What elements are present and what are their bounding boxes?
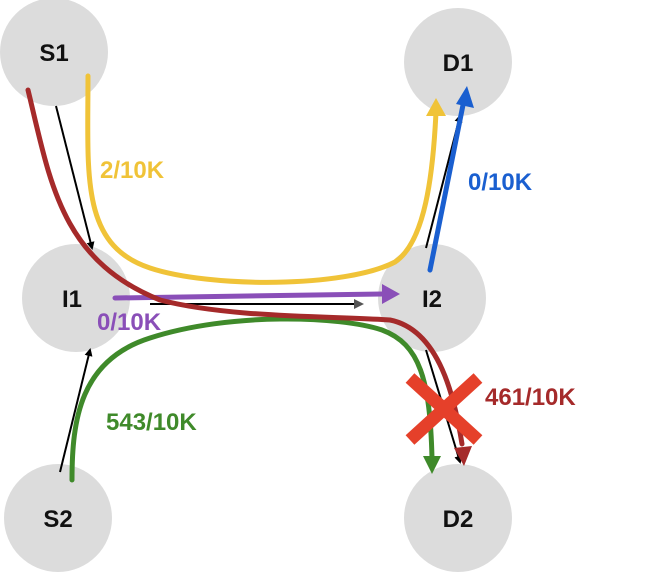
flow-blue-label: 0/10K — [468, 169, 533, 196]
flow-green-label: 543/10K — [106, 409, 197, 436]
flow-green-arrowhead — [423, 456, 441, 474]
node-s1-label: S1 — [39, 40, 68, 67]
flow-red-line — [25, 87, 465, 447]
node-s2-label: S2 — [43, 506, 72, 533]
flow-yellow-arrowhead — [426, 98, 446, 116]
flow-yellow-line — [85, 73, 439, 285]
flow-blue-line — [427, 97, 467, 273]
node-s1: S1 — [0, 0, 108, 106]
flow-purple-arrowhead — [382, 284, 400, 304]
path-arrow-s2-i1 — [59, 348, 93, 473]
node-d1-label: D1 — [443, 50, 474, 77]
node-d1: D1 — [404, 8, 512, 116]
flow-blue-arrowhead — [456, 86, 474, 108]
flow-green-line — [69, 316, 435, 483]
flow-red-label: 461/10K — [485, 384, 576, 411]
node-d2: D2 — [404, 464, 512, 572]
flow-red-arrowhead — [454, 446, 472, 466]
node-s2: S2 — [4, 464, 112, 572]
node-i1: I1 — [22, 244, 130, 352]
x-cross-icon — [405, 373, 483, 445]
flow-purple-label: 0/10K — [97, 309, 162, 336]
flow-yellow-label: 2/10K — [100, 157, 165, 184]
node-i2-label: I2 — [422, 286, 442, 313]
node-d2-label: D2 — [443, 506, 474, 533]
path-arrow-s1-i1 — [55, 105, 95, 250]
node-i1-label: I1 — [62, 286, 82, 313]
